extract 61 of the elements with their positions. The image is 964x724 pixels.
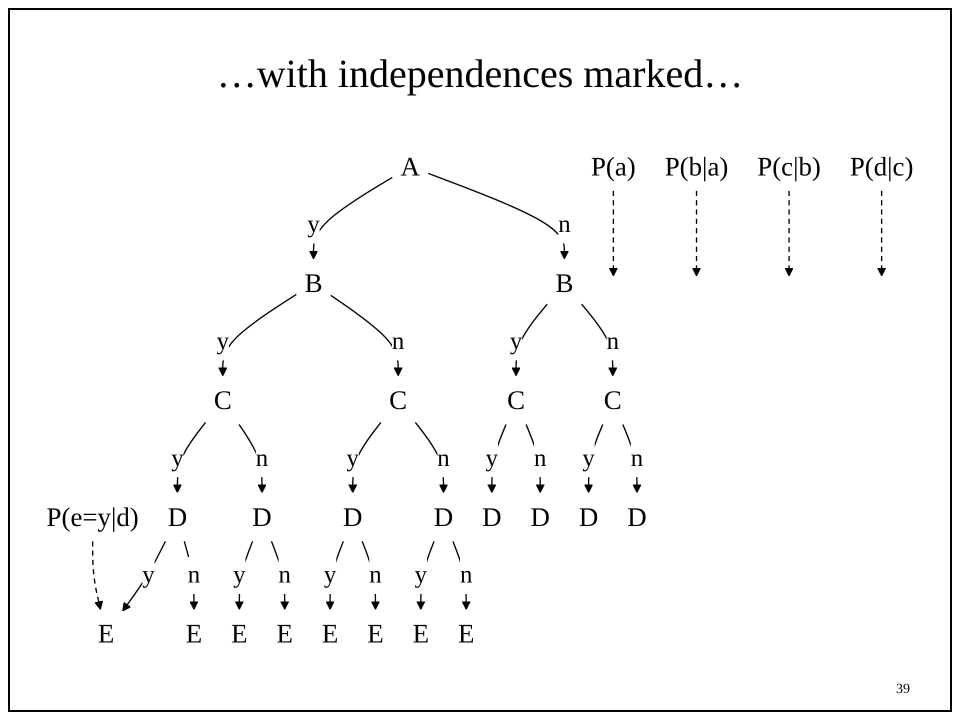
node-text: D [530,502,550,532]
edge-label: y [307,211,320,238]
arrow [692,190,702,276]
edge-label: n [534,444,546,472]
node-text: B [555,268,574,298]
arrow [784,190,794,276]
edge-label: y [171,444,184,472]
edge-label: n [558,211,571,238]
node-text: D [434,502,454,532]
node-text: P(d|c) [850,151,914,182]
edge-label: y [346,444,359,472]
edge-label: n [606,328,619,356]
arrow [428,172,569,260]
edge-label: n [630,444,644,472]
probability-tree-diagram: y n y n y n y n y n y n y n y n y n y n y n A P(a) P(b|a) P(c|b) P(d|c) B B C C C C P(e=y|d) D D D D D D D D E E E E E E E E [30,134,930,666]
node-text: D [343,502,362,532]
node-text: D [168,502,188,532]
node-text: E [231,618,248,649]
edge-label: y [414,562,428,589]
edge-label: n [278,562,291,589]
edge-label: n [369,562,382,589]
page-number: 39 [896,682,910,697]
node-text: E [412,618,430,649]
node-text: E [367,618,384,649]
node-text: D [578,502,598,532]
arrow [308,176,393,260]
edge-label: y [486,444,498,472]
node-text: D [252,502,272,532]
node-text: P(c|b) [757,151,821,182]
edge-label: n [392,328,404,356]
edge-label: y [324,562,336,589]
arrow [608,190,618,276]
edge-label: n [256,444,268,472]
arrow [122,540,166,612]
edge-label: y [233,562,246,589]
node-text: C [389,385,408,415]
edge-label: y [216,328,229,356]
node-text: P(e=y|d) [46,502,139,532]
slide-title: …with independences marked… [216,50,744,97]
node-text: C [214,385,232,415]
arrow [877,190,886,276]
node-text: B [304,268,322,298]
edge-label: n [437,444,450,472]
arrow [92,541,104,610]
edge-label: n [188,562,200,589]
node-text: D [627,502,647,532]
node-text: D [482,502,502,532]
node-text: E [322,618,338,649]
node-text: P(a) [590,151,636,182]
node-text: E [186,618,202,649]
edge-label: y [142,562,155,589]
node-text: E [98,618,114,649]
node-text: A [400,151,420,182]
edge-label: y [510,328,522,356]
node-text: P(b|a) [664,151,728,182]
node-text: E [276,618,293,649]
edge-label: n [460,562,472,589]
node-text: E [458,618,474,649]
node-text: C [604,385,622,415]
node-text: C [507,385,526,415]
edge-label: y [582,444,595,472]
